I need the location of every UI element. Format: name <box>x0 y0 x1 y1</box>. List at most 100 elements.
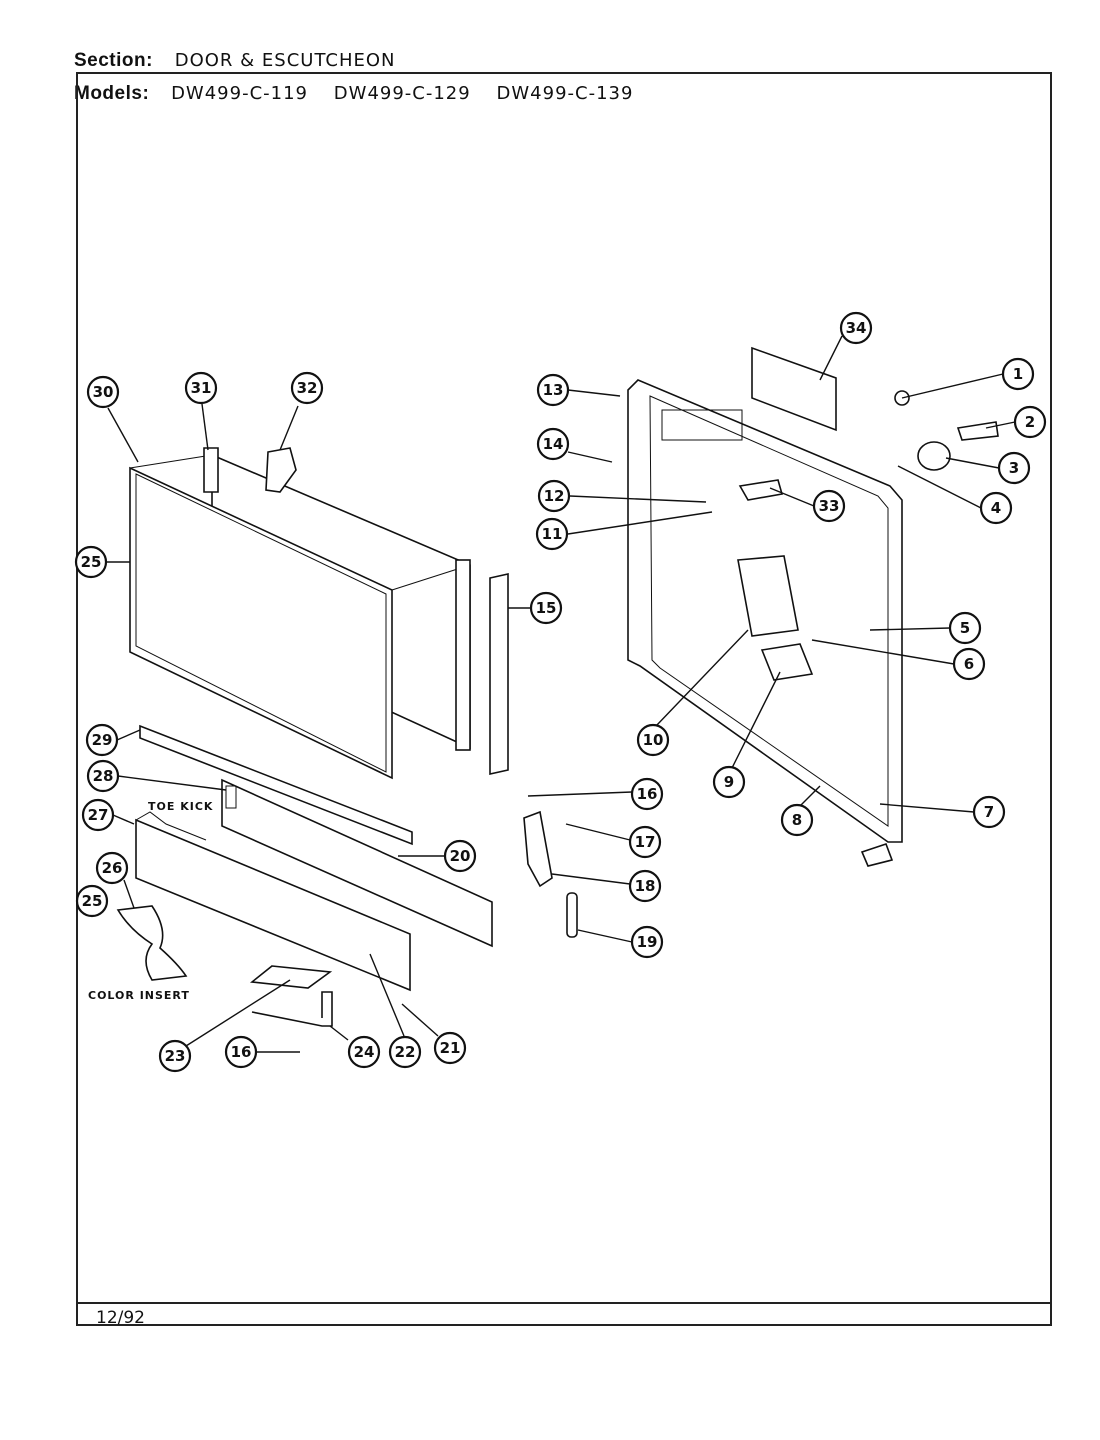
svg-text:12: 12 <box>544 487 565 505</box>
svg-text:6: 6 <box>964 655 974 673</box>
callout-17: 17 <box>628 825 662 859</box>
cam-3 <box>917 441 951 471</box>
color-insert-26 <box>116 905 188 981</box>
callout-9: 9 <box>712 765 746 799</box>
svg-text:11: 11 <box>542 525 563 543</box>
hinge-7 <box>860 842 894 867</box>
svg-text:9: 9 <box>724 773 734 791</box>
callout-8: 8 <box>780 803 814 837</box>
svg-text:33: 33 <box>819 497 840 515</box>
model-number: DW499-C-139 <box>496 83 634 104</box>
door-outer-panel <box>129 453 471 780</box>
callout-33: 33 <box>812 489 846 523</box>
actuator-9 <box>760 643 814 681</box>
svg-text:15: 15 <box>536 599 557 617</box>
toe-kick-label: TOE KICK <box>148 800 213 813</box>
date-code: 12/92 <box>96 1308 145 1328</box>
callout-20: 20 <box>443 839 477 873</box>
callout-19: 19 <box>630 925 664 959</box>
leader-lines <box>106 335 1016 1053</box>
models-label: Models: <box>74 83 150 104</box>
toe-kick-panel-27 <box>135 811 411 992</box>
callout-25-lower: 25 <box>75 884 109 918</box>
callout-25: 25 <box>74 545 108 579</box>
svg-text:31: 31 <box>191 379 212 397</box>
svg-text:23: 23 <box>165 1047 186 1065</box>
callout-31: 31 <box>184 371 218 405</box>
dispenser-10 <box>737 555 799 637</box>
svg-text:17: 17 <box>635 833 656 851</box>
spring-19 <box>566 892 578 938</box>
svg-text:30: 30 <box>93 383 114 401</box>
callout-22: 22 <box>388 1035 422 1069</box>
section-label: Section: <box>74 50 153 71</box>
callout-7: 7 <box>972 795 1006 829</box>
svg-text:7: 7 <box>984 803 994 821</box>
svg-text:13: 13 <box>543 381 564 399</box>
svg-text:18: 18 <box>635 877 656 895</box>
svg-text:8: 8 <box>792 811 802 829</box>
section-name: DOOR & ESCUTCHEON <box>174 50 396 71</box>
callout-12: 12 <box>537 479 571 513</box>
svg-text:10: 10 <box>643 731 664 749</box>
callout-13: 13 <box>536 373 570 407</box>
svg-text:26: 26 <box>102 859 123 877</box>
svg-text:25: 25 <box>81 553 102 571</box>
svg-text:5: 5 <box>960 619 970 637</box>
svg-text:27: 27 <box>88 806 109 824</box>
callout-16-lower: 16 <box>224 1035 258 1069</box>
section-header: Section: DOOR & ESCUTCHEON <box>74 50 396 72</box>
callout-14: 14 <box>536 427 570 461</box>
callout-15: 15 <box>529 591 563 625</box>
callout-3: 3 <box>997 451 1031 485</box>
callout-30: 30 <box>86 375 120 409</box>
svg-text:34: 34 <box>846 319 867 337</box>
callout-28: 28 <box>86 759 120 793</box>
svg-text:1: 1 <box>1013 365 1023 383</box>
callout-24: 24 <box>347 1035 381 1069</box>
models-header: Models: DW499-C-119 DW499-C-129 DW499-C-… <box>74 83 653 105</box>
callout-26: 26 <box>95 851 129 885</box>
callout-29: 29 <box>85 723 119 757</box>
svg-text:21: 21 <box>440 1039 461 1057</box>
svg-text:28: 28 <box>93 767 114 785</box>
svg-text:32: 32 <box>297 379 318 397</box>
callout-10: 10 <box>636 723 670 757</box>
callout-32: 32 <box>290 371 324 405</box>
vent-cover-34 <box>751 346 837 432</box>
callout-27: 27 <box>81 798 115 832</box>
spring-bracket-18 <box>523 810 553 888</box>
svg-text:24: 24 <box>354 1043 375 1061</box>
callout-16: 16 <box>630 777 664 811</box>
svg-text:16: 16 <box>637 785 658 803</box>
bracket-24 <box>251 991 333 1027</box>
callout-5: 5 <box>948 611 982 645</box>
callout-23: 23 <box>158 1039 192 1073</box>
door-handle-bracket-32 <box>265 447 297 493</box>
svg-text:4: 4 <box>991 499 1001 517</box>
svg-text:19: 19 <box>637 933 658 951</box>
door-bracket-31 <box>203 447 219 493</box>
model-number: DW499-C-129 <box>333 83 471 104</box>
svg-text:22: 22 <box>395 1043 416 1061</box>
color-insert-label: COLOR INSERT <box>88 989 190 1002</box>
callout-34: 34 <box>839 311 873 345</box>
svg-text:2: 2 <box>1025 413 1035 431</box>
bottom-trim-29 <box>139 724 413 846</box>
callout-1: 1 <box>1001 357 1035 391</box>
svg-text:14: 14 <box>543 435 564 453</box>
diagram-frame <box>76 72 1052 1326</box>
svg-text:29: 29 <box>92 731 113 749</box>
callout-11: 11 <box>535 517 569 551</box>
callout-18: 18 <box>628 869 662 903</box>
svg-text:16: 16 <box>231 1043 252 1061</box>
side-trim-15 <box>489 573 509 775</box>
callout-21: 21 <box>433 1031 467 1065</box>
svg-text:20: 20 <box>450 847 471 865</box>
arm-2 <box>956 421 999 441</box>
callout-4: 4 <box>979 491 1013 525</box>
toe-kick-28 <box>221 778 493 948</box>
svg-text:25: 25 <box>82 892 103 910</box>
latch-33 <box>738 479 784 501</box>
